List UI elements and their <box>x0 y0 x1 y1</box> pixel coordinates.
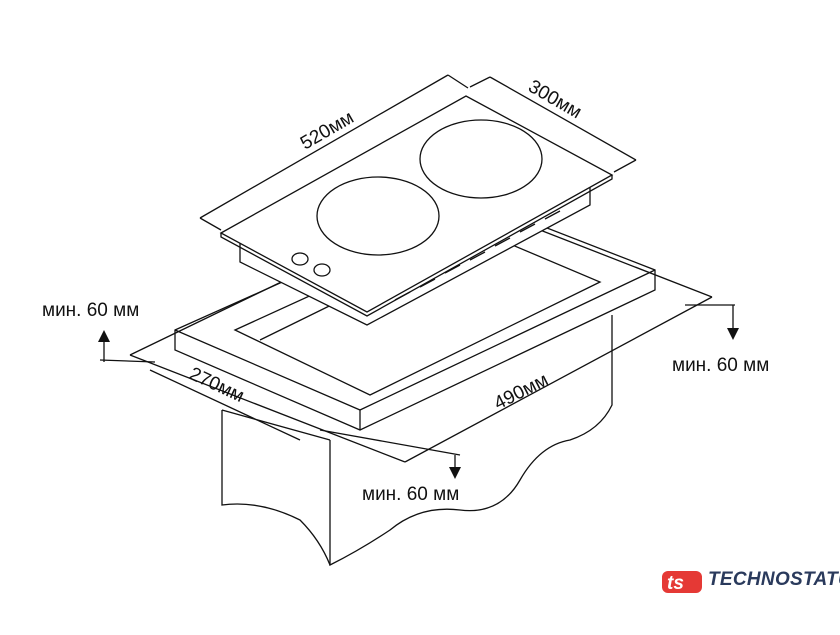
logo-text: TECHNOSTATUS <box>708 569 840 590</box>
control-knob <box>291 252 309 266</box>
technostatus-logo-icon: ts <box>662 571 702 594</box>
cutout-dimension-lines <box>99 214 735 463</box>
dim-520: 520мм <box>297 107 358 154</box>
dim-300: 300мм <box>525 76 586 123</box>
cabinet <box>221 315 613 567</box>
min-clearance-right: мин. 60 мм <box>672 355 769 376</box>
burner-right <box>419 119 543 199</box>
burner-left <box>316 176 440 256</box>
hob-dimension-lines <box>199 74 637 231</box>
min-clearance-left: мин. 60 мм <box>42 300 139 321</box>
hob <box>219 95 614 326</box>
clearance-arrows <box>98 305 739 479</box>
svg-text:ts: ts <box>667 573 684 594</box>
min-clearance-front: мин. 60 мм <box>362 484 459 505</box>
control-knob <box>313 263 331 277</box>
dim-490: 490мм <box>491 369 552 414</box>
